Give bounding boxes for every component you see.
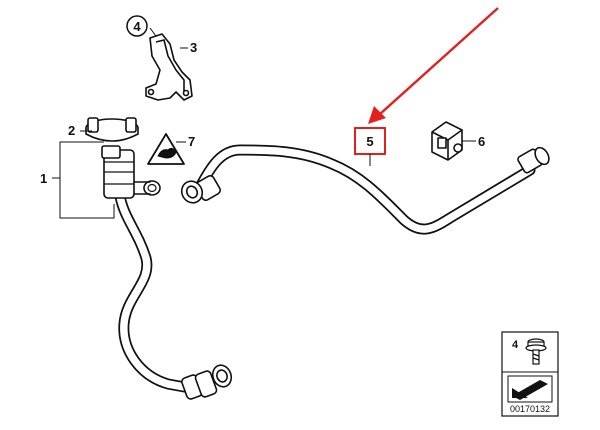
clamp-part-2 (85, 117, 139, 142)
reference-arrow-icon (507, 375, 553, 403)
inset-callout-4: 4 (512, 339, 519, 351)
callout-1: 1 (40, 171, 47, 186)
callout-1-bracket (52, 27, 188, 219)
callout-4-circle (126, 15, 148, 37)
red-pointer-arrow (368, 7, 499, 124)
catalog-number: 00170132 (510, 404, 550, 414)
bolt-icon (525, 338, 547, 365)
callout-7: 7 (188, 134, 195, 149)
callout-labels: 4 3 2 1 7 6 5 (40, 15, 485, 186)
inset-panel: 4 00170132 (501, 331, 559, 417)
callout-3: 3 (190, 40, 197, 55)
callout-2: 2 (68, 123, 75, 138)
bracket-part-3 (145, 33, 193, 101)
callout-5: 5 (366, 134, 373, 149)
clip-part-6 (431, 121, 463, 161)
warning-label-part-7 (147, 133, 185, 165)
hose-part-5 (180, 144, 550, 235)
callout-4: 4 (133, 19, 141, 34)
callout-6: 6 (478, 134, 485, 149)
filler-hose-part-1 (101, 145, 233, 400)
